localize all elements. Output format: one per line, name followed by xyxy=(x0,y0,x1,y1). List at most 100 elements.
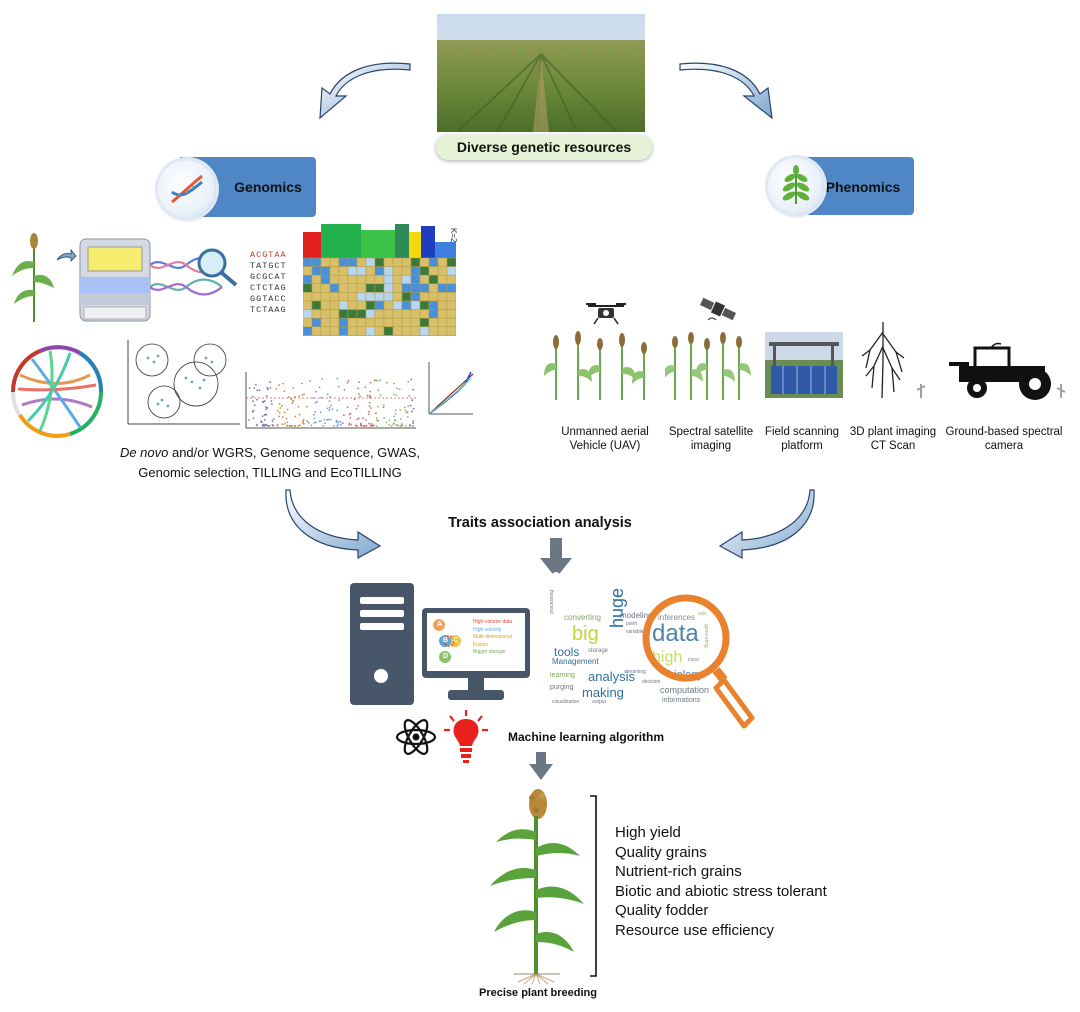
down-arrow-icon-2 xyxy=(529,752,553,780)
genotype-cell xyxy=(365,266,376,276)
genotype-cell xyxy=(338,309,349,319)
traits-association-label: Traits association analysis xyxy=(448,515,632,531)
outcome-item: Biotic and abiotic stress tolerant xyxy=(615,882,827,900)
genotype-cell xyxy=(383,326,394,336)
manhattan-point xyxy=(256,389,258,392)
dna-helix-magnifier xyxy=(150,248,238,296)
genotype-cell xyxy=(365,309,376,319)
outcome-item: Quality fodder xyxy=(615,902,709,919)
genotype-cell xyxy=(320,309,331,319)
manhattan-point xyxy=(383,404,385,406)
manhattan-point xyxy=(268,425,271,427)
manhattan-point xyxy=(265,406,267,409)
manhattan-point xyxy=(357,417,360,420)
genotype-cell xyxy=(428,283,439,293)
atom-icon xyxy=(395,719,437,755)
manhattan-point xyxy=(294,415,297,418)
genotype-cell xyxy=(392,300,403,310)
tool-line: imaging xyxy=(690,440,732,452)
genotype-cell xyxy=(410,283,421,293)
genotype-cell xyxy=(365,274,376,285)
manhattan-point xyxy=(379,379,382,382)
manhattan-point xyxy=(298,395,301,398)
manhattan-point xyxy=(349,412,352,415)
manhattan-point xyxy=(412,425,414,427)
genotype-cell xyxy=(356,309,367,319)
manhattan-point xyxy=(405,425,407,427)
monitor-neck xyxy=(468,678,484,692)
manhattan-point xyxy=(333,425,335,427)
genotype-cell xyxy=(374,326,385,336)
genotype-cell xyxy=(392,326,403,336)
manhattan-point xyxy=(408,395,411,397)
tool-line: Ground-based spectral xyxy=(945,426,1063,438)
genotype-cell xyxy=(320,266,331,276)
manhattan-point xyxy=(271,424,274,426)
manhattan-point xyxy=(399,418,402,420)
manhattan-point xyxy=(409,404,412,407)
small-sorghum-plant xyxy=(12,233,54,322)
manhattan-point xyxy=(412,388,415,391)
manhattan-point xyxy=(316,400,318,403)
sequence-row: ACGTAA xyxy=(250,250,287,260)
genotype-cell xyxy=(392,317,403,328)
manhattan-point xyxy=(318,420,321,423)
genotype-cell xyxy=(329,309,340,319)
genotype-cell xyxy=(374,309,385,319)
genotype-cell xyxy=(302,317,313,328)
manhattan-point xyxy=(336,377,339,380)
outcome-item: Quality grains xyxy=(615,843,707,861)
manhattan-point xyxy=(281,404,283,407)
manhattan-point xyxy=(306,405,308,408)
genotype-cell xyxy=(302,326,313,336)
manhattan-point xyxy=(303,393,305,396)
manhattan-point xyxy=(331,408,334,411)
genotype-cell xyxy=(311,266,322,276)
word: Management xyxy=(552,657,599,666)
genotype-cell xyxy=(401,292,412,302)
manhattan-point xyxy=(291,402,293,405)
machine-learning-label: Machine learning algorithm xyxy=(508,730,665,744)
manhattan-point xyxy=(375,379,378,382)
genotype-cell xyxy=(428,274,439,285)
manhattan-point xyxy=(355,424,357,427)
genotype-cell xyxy=(311,317,322,328)
manhattan-point xyxy=(357,387,359,390)
monitor-text: High-volume data High velocity Multi-dim… xyxy=(473,619,512,657)
manhattan-point xyxy=(358,393,360,395)
genomics-title: Genomics xyxy=(234,179,302,195)
word: huge xyxy=(607,587,627,628)
genotype-cell xyxy=(392,257,403,267)
manhattan-point xyxy=(337,385,340,388)
manhattan-point xyxy=(288,425,291,427)
genotype-cell xyxy=(374,292,385,302)
monitor-item: High-volume data xyxy=(473,619,513,625)
manhattan-point xyxy=(385,421,388,424)
manhattan-point xyxy=(306,420,308,423)
manhattan-point xyxy=(310,424,313,427)
genotype-cell xyxy=(329,274,340,285)
manhattan-point xyxy=(283,411,286,414)
genotype-cell xyxy=(419,274,430,285)
manhattan-point xyxy=(324,422,326,425)
manhattan-point xyxy=(315,421,317,424)
manhattan-point xyxy=(346,381,349,384)
manhattan-point xyxy=(329,396,331,398)
genotype-cell xyxy=(320,300,331,310)
manhattan-point xyxy=(258,389,261,392)
genomics-methods-line1: De novo and/or WGRS, Genome sequence, GW… xyxy=(100,445,440,460)
manhattan-point xyxy=(309,380,312,382)
genotype-cell xyxy=(320,274,331,285)
genotype-cell xyxy=(302,292,313,302)
manhattan-point xyxy=(393,382,395,385)
manhattan-point xyxy=(390,425,393,427)
genotype-cell xyxy=(311,283,322,293)
manhattan-point xyxy=(393,393,395,396)
genotype-cell xyxy=(338,274,349,285)
genotype-cell xyxy=(356,326,367,336)
genomics-methods-line2: Genomic selection, TILLING and EcoTILLIN… xyxy=(138,465,402,480)
tool-line: Spectral satellite xyxy=(668,426,754,438)
genotype-cell xyxy=(302,283,313,293)
tool-label-ground-camera: Ground-based spectral camera xyxy=(936,425,1072,453)
word: variable xyxy=(626,629,644,635)
